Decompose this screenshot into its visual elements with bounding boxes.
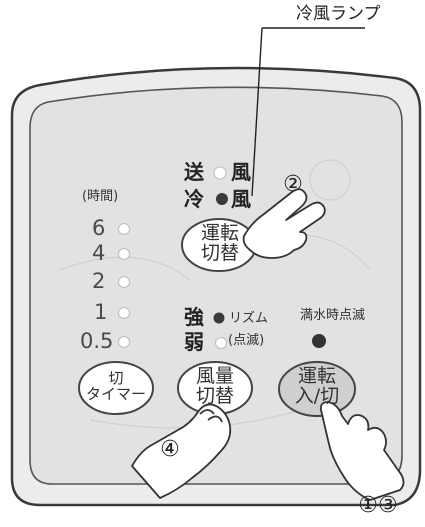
timer-header: (時間) (82, 189, 119, 204)
timer-value-05: 0.5 (80, 329, 114, 353)
full-water-label: 満水時点滅 (300, 308, 366, 323)
fan-label-strong: 強 (184, 305, 204, 329)
mode-label-send: 送 (184, 160, 204, 184)
button-power-line1: 運転 (297, 365, 336, 387)
timer-value-2: 2 (92, 269, 106, 293)
timer-lamp-6 (118, 223, 130, 235)
button-mode-switch-line1: 運転 (200, 222, 239, 244)
button-mode-switch[interactable]: 運転 切替 (184, 222, 256, 264)
lamp-fan-weak (215, 337, 227, 349)
button-timer-off-shape[interactable] (78, 361, 154, 415)
button-fan-switch-line1: 風量 (195, 365, 234, 387)
mode-label-cool-suffix: 風 (231, 187, 251, 211)
button-timer-off-line1: 切 (108, 369, 124, 387)
hand-pointer-fan-icon (131, 403, 232, 499)
button-power-shape[interactable] (278, 361, 356, 417)
button-power[interactable]: 運転 入/切 (280, 365, 354, 407)
fan-label-rhythm: リズム (229, 311, 269, 326)
step-number-mode-switch: ② (283, 172, 303, 197)
timer-lamp-05 (118, 336, 130, 348)
button-timer-off[interactable]: 切 タイマー (80, 369, 152, 403)
button-fan-switch[interactable]: 風量 切替 (179, 365, 251, 407)
hand-pointer-power-icon (319, 401, 405, 501)
button-fan-switch-line2: 切替 (195, 384, 234, 407)
button-power-line2: 入/切 (294, 384, 340, 407)
timer-lamp-1 (118, 307, 130, 319)
mode-label-cool: 冷 (184, 187, 204, 211)
timer-value-1: 1 (94, 300, 108, 324)
timer-lamp-2 (118, 276, 130, 288)
step-number-power: ①③ (358, 493, 398, 518)
timer-value-4: 4 (92, 241, 106, 265)
lamp-cool-wind (216, 193, 228, 205)
callout-cool-wind-lamp-label: 冷風ランプ (296, 4, 381, 24)
fan-label-blink: (点滅) (228, 333, 265, 348)
step-number-fan-switch: ④ (160, 437, 180, 462)
button-timer-off-line2: タイマー (85, 384, 146, 403)
lamp-full-water (312, 334, 326, 348)
lamp-fan-strong (213, 312, 225, 324)
fan-label-weak: 弱 (184, 330, 204, 354)
lamp-send-wind (213, 166, 227, 180)
mode-label-send-suffix: 風 (231, 160, 251, 184)
timer-lamp-4 (118, 248, 130, 260)
callout-pointer-line (251, 27, 263, 197)
button-mode-switch-line2: 切替 (200, 241, 239, 264)
hand-pointer-mode-icon (242, 188, 326, 259)
timer-value-6: 6 (92, 216, 106, 240)
